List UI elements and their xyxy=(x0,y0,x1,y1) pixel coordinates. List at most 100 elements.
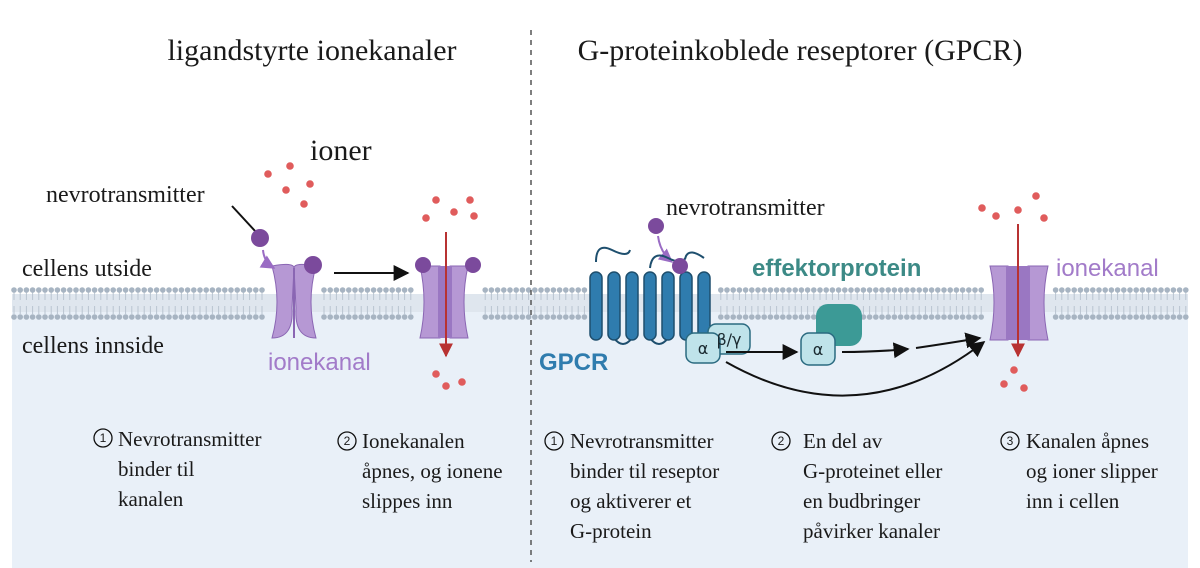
lipid-head xyxy=(408,314,414,320)
step-number-circle xyxy=(544,431,564,451)
lipid-head xyxy=(42,314,48,320)
lipid-head xyxy=(928,314,935,320)
lipid-head xyxy=(1158,287,1164,293)
lipid-head xyxy=(532,287,538,293)
lipid-head xyxy=(773,287,780,293)
step-text-line: binder til reseptor xyxy=(570,459,719,483)
neurotransmitter-pointer-line xyxy=(231,205,257,233)
lipid-head xyxy=(544,314,550,320)
lipid-head xyxy=(860,287,867,293)
lipid-head xyxy=(29,314,36,320)
lipid-head xyxy=(879,314,885,320)
lipid-head xyxy=(191,287,197,293)
neurotransmitter-label-right: nevrotransmitter xyxy=(666,195,825,221)
lipid-head xyxy=(17,314,24,320)
lipid-head xyxy=(383,287,389,293)
gpcr-helix xyxy=(679,271,693,341)
lipid-head xyxy=(1127,287,1133,293)
lipid-head xyxy=(1108,287,1115,293)
ion xyxy=(470,212,478,220)
lipid-head xyxy=(1096,287,1102,293)
gpcr-helix xyxy=(643,271,657,341)
bound-ligand-left xyxy=(415,257,431,273)
lipid-head xyxy=(1170,314,1177,320)
lipid-head xyxy=(364,287,371,293)
lipid-head xyxy=(922,287,929,293)
lipid-head xyxy=(941,287,947,293)
lipid-head xyxy=(488,287,495,293)
lipid-head xyxy=(85,287,92,293)
lipid-head xyxy=(798,287,805,293)
lipid-head xyxy=(401,314,408,320)
ion-channel-label-left: ionekanal xyxy=(268,349,371,376)
step-left-2: 2 Ionekanalen åpnes, og ionene slippes i… xyxy=(337,429,503,513)
lipid-head xyxy=(1065,287,1071,293)
lipid-head xyxy=(897,314,904,320)
lipid-head xyxy=(166,314,172,320)
lipid-head xyxy=(811,314,817,320)
lipid-head xyxy=(395,287,402,293)
lipid-head xyxy=(67,314,73,320)
lipid-head xyxy=(798,314,805,320)
lipid-head xyxy=(519,287,526,293)
alpha-subunit-released xyxy=(800,332,836,366)
lipid-head xyxy=(178,314,185,320)
neurotransmitter-ligand-right xyxy=(648,218,664,234)
lipid-head xyxy=(364,314,371,320)
lipid-head xyxy=(792,314,798,320)
lipid-head xyxy=(978,287,984,293)
lipid-head xyxy=(581,287,588,293)
lipid-head xyxy=(240,314,247,320)
lipid-head xyxy=(1052,314,1059,320)
step-right-1: 1 Nevrotransmitter binder til reseptor o… xyxy=(544,429,719,543)
lipid-head xyxy=(1139,314,1146,320)
lipid-head xyxy=(780,314,786,320)
lipid-head xyxy=(959,287,966,293)
lipid-head xyxy=(153,314,160,320)
lipid-head xyxy=(1152,314,1158,320)
lipid-head xyxy=(916,287,922,293)
lipid-head xyxy=(854,287,860,293)
lipid-head xyxy=(1083,287,1090,293)
bound-ligand xyxy=(304,256,322,274)
lipid-head xyxy=(897,287,904,293)
ion xyxy=(264,170,272,178)
binding-arrow-right xyxy=(657,235,674,263)
lipid-head xyxy=(147,287,154,293)
lipid-head xyxy=(215,287,222,293)
ion xyxy=(1000,380,1008,388)
right-panel-title: G-proteinkoblede reseptorer (GPCR) xyxy=(578,34,1023,67)
lipid-head xyxy=(327,314,334,320)
lipid-head xyxy=(482,314,489,320)
lipid-head xyxy=(563,314,569,320)
step-text-line: kanalen xyxy=(118,487,184,511)
lipid-head xyxy=(786,287,792,293)
lipid-head xyxy=(1176,287,1183,293)
ion xyxy=(306,180,314,188)
lipid-head xyxy=(42,287,48,293)
lipid-head xyxy=(736,287,743,293)
lipid-head xyxy=(1077,287,1084,293)
step-text-line: en budbringer xyxy=(803,489,920,513)
step-text-line: G-protein xyxy=(570,519,652,543)
lipid-head xyxy=(197,314,203,320)
lipid-head xyxy=(569,287,575,293)
lipid-head xyxy=(742,287,749,293)
cell-inside-area xyxy=(12,300,1188,568)
lipid-head xyxy=(184,287,191,293)
lipid-head xyxy=(544,287,550,293)
ion xyxy=(282,186,290,194)
step-text-line: og ioner slipper xyxy=(1026,459,1158,483)
messenger-signal-arrow xyxy=(915,332,982,349)
lipid-head xyxy=(1102,287,1108,293)
lipid-head xyxy=(1059,287,1065,293)
lipid-head xyxy=(1145,287,1152,293)
ions-label: ioner xyxy=(310,134,372,167)
step-number-circle xyxy=(337,431,357,451)
lipid-head xyxy=(488,314,495,320)
lipid-head xyxy=(1164,287,1170,293)
lipid-head xyxy=(153,287,160,293)
ion-channel-open xyxy=(419,265,469,339)
ion xyxy=(1014,206,1022,214)
